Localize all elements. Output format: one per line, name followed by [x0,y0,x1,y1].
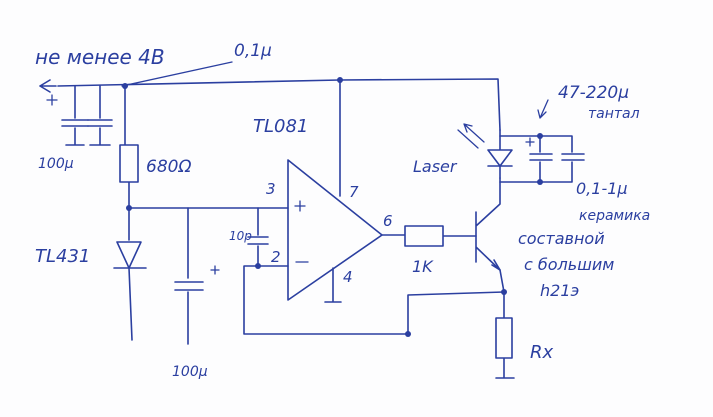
pin3-label: 3 [266,180,276,198]
supply-rail [57,78,501,131]
inverting-input-wire [243,265,505,335]
base-resistor-label: 1K [412,257,434,276]
tant-cap-label: 47-220μ [558,83,629,103]
supply-cap-ceramic [87,85,113,146]
cap-pointer-line [121,61,233,87]
supply-cap-electrolytic [61,85,89,146]
sense-resistor [495,291,515,379]
tant-pointer-line [537,99,549,119]
pin2-label: 2 [271,248,281,266]
transistor-note-1: составной [518,229,605,248]
junction-dot [501,289,507,295]
laser-cap-ceramic [539,135,585,183]
laser-emission-icon [457,123,485,149]
cap-elec-label: 100μ [38,156,74,172]
filter-capacitor [174,207,204,345]
junction-dot [405,331,411,337]
divider-resistor-label: 680Ω [146,157,191,177]
laser-cap-tantalum [499,135,553,183]
feedback-cap-label: 10p [229,229,252,243]
junction-dot [537,179,543,185]
sense-resistor-label: Rx [530,342,554,363]
junction-dot [337,77,343,83]
junction-dot [255,263,261,269]
ceramic-cap-label: 0,1-1μ [576,179,628,198]
laser-cap-plus-icon [525,137,535,147]
pin7-label: 7 [349,183,359,201]
opamp-label: TL081 [253,116,308,137]
feedback-capacitor [247,207,269,267]
junction-dot [122,83,128,89]
divider-resistor [119,85,139,209]
junction-dot [126,205,132,211]
filter-cap-label: 100μ [172,364,208,380]
transistor-note-2: с большим [524,255,614,274]
ceramic-note-label: керамика [579,208,650,224]
supply-note-label: не менее 4В [35,45,165,69]
opamp-tl081 [287,159,383,301]
opamp-plus-icon [294,200,306,212]
pin6-label: 6 [383,212,393,230]
laser-label: Laser [413,157,458,176]
supply-arrow-icon [39,79,57,93]
laser-diode [487,129,513,179]
junction-dot [537,133,543,139]
tant-note-label: тантал [588,106,640,122]
transistor-note-3: h21э [540,281,579,300]
plus-mark-icon [46,94,58,106]
cap-ceramic-label: 0,1μ [234,41,272,61]
emitter-arrow-icon [491,259,501,271]
opamp-ground-pin4 [324,267,342,303]
regulator-label: TL431 [35,246,90,267]
filter-plus-icon [210,265,220,275]
opamp-output-wire [381,225,477,247]
tl431-regulator [113,207,147,341]
pin4-label: 4 [343,268,353,286]
darlington-transistor [475,177,505,293]
